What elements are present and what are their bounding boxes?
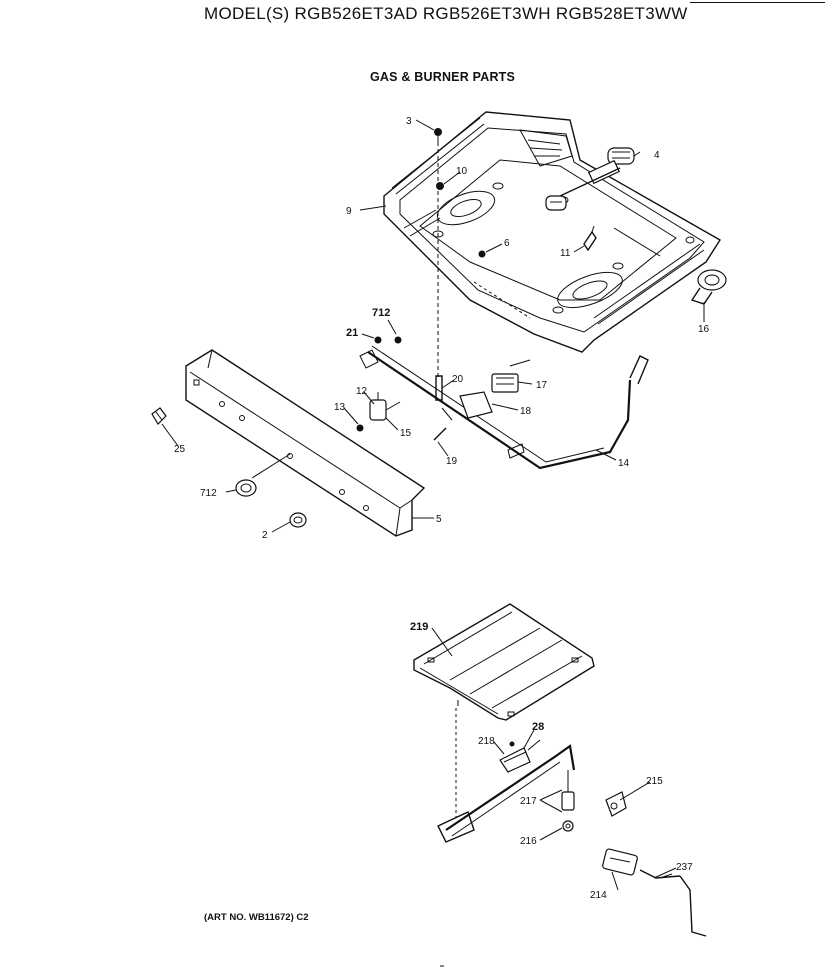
callout-21: 21 [346,327,358,339]
callout-15: 15 [400,428,412,439]
callout-712-lower: 712 [200,488,217,499]
callout-5: 5 [436,514,442,525]
callout-labels: 3 4 10 9 6 11 16 712 21 20 17 12 13 15 1… [174,116,710,901]
callout-25: 25 [174,444,186,455]
callout-18: 18 [520,406,532,417]
callout-10: 10 [456,166,468,177]
callout-2: 2 [262,530,268,541]
callout-14: 14 [618,458,630,469]
valve-4 [545,147,635,211]
broil-heat-shield-219 [413,603,595,721]
model-title: MODEL(S) RGB526ET3AD RGB526ET3WH RGB528E… [204,4,688,23]
broil-burner-tube [437,708,707,937]
section-title: GAS & BURNER PARTS [370,70,516,84]
callout-218: 218 [478,736,495,747]
callout-712-upper: 712 [372,307,390,319]
callout-219: 219 [410,621,428,633]
callout-4: 4 [654,150,660,161]
callout-237: 237 [676,862,693,873]
callout-13: 13 [334,402,346,413]
callout-16: 16 [698,324,710,335]
manifold-assembly [356,336,649,470]
orifice-11 [583,225,597,252]
callout-28: 28 [532,721,544,733]
manifold-panel-5 [185,349,426,537]
callout-215: 215 [646,776,663,787]
knob-bezels [151,407,307,528]
callout-17: 17 [536,380,548,391]
callout-6: 6 [504,238,510,249]
callout-20: 20 [452,374,464,385]
callout-217: 217 [520,796,537,807]
callout-19: 19 [446,456,458,467]
callout-11: 11 [560,248,571,259]
leader-lines [161,119,705,891]
callout-12: 12 [356,386,368,397]
callout-214: 214 [590,890,607,901]
valve-16 [690,269,727,305]
callout-3: 3 [406,116,412,127]
burner-box [383,111,721,353]
fasteners-upper [434,128,486,380]
header-rule [690,2,825,3]
callout-216: 216 [520,836,537,847]
callout-9: 9 [346,206,352,217]
art-number: (ART NO. WB11672) C2 [204,912,309,923]
